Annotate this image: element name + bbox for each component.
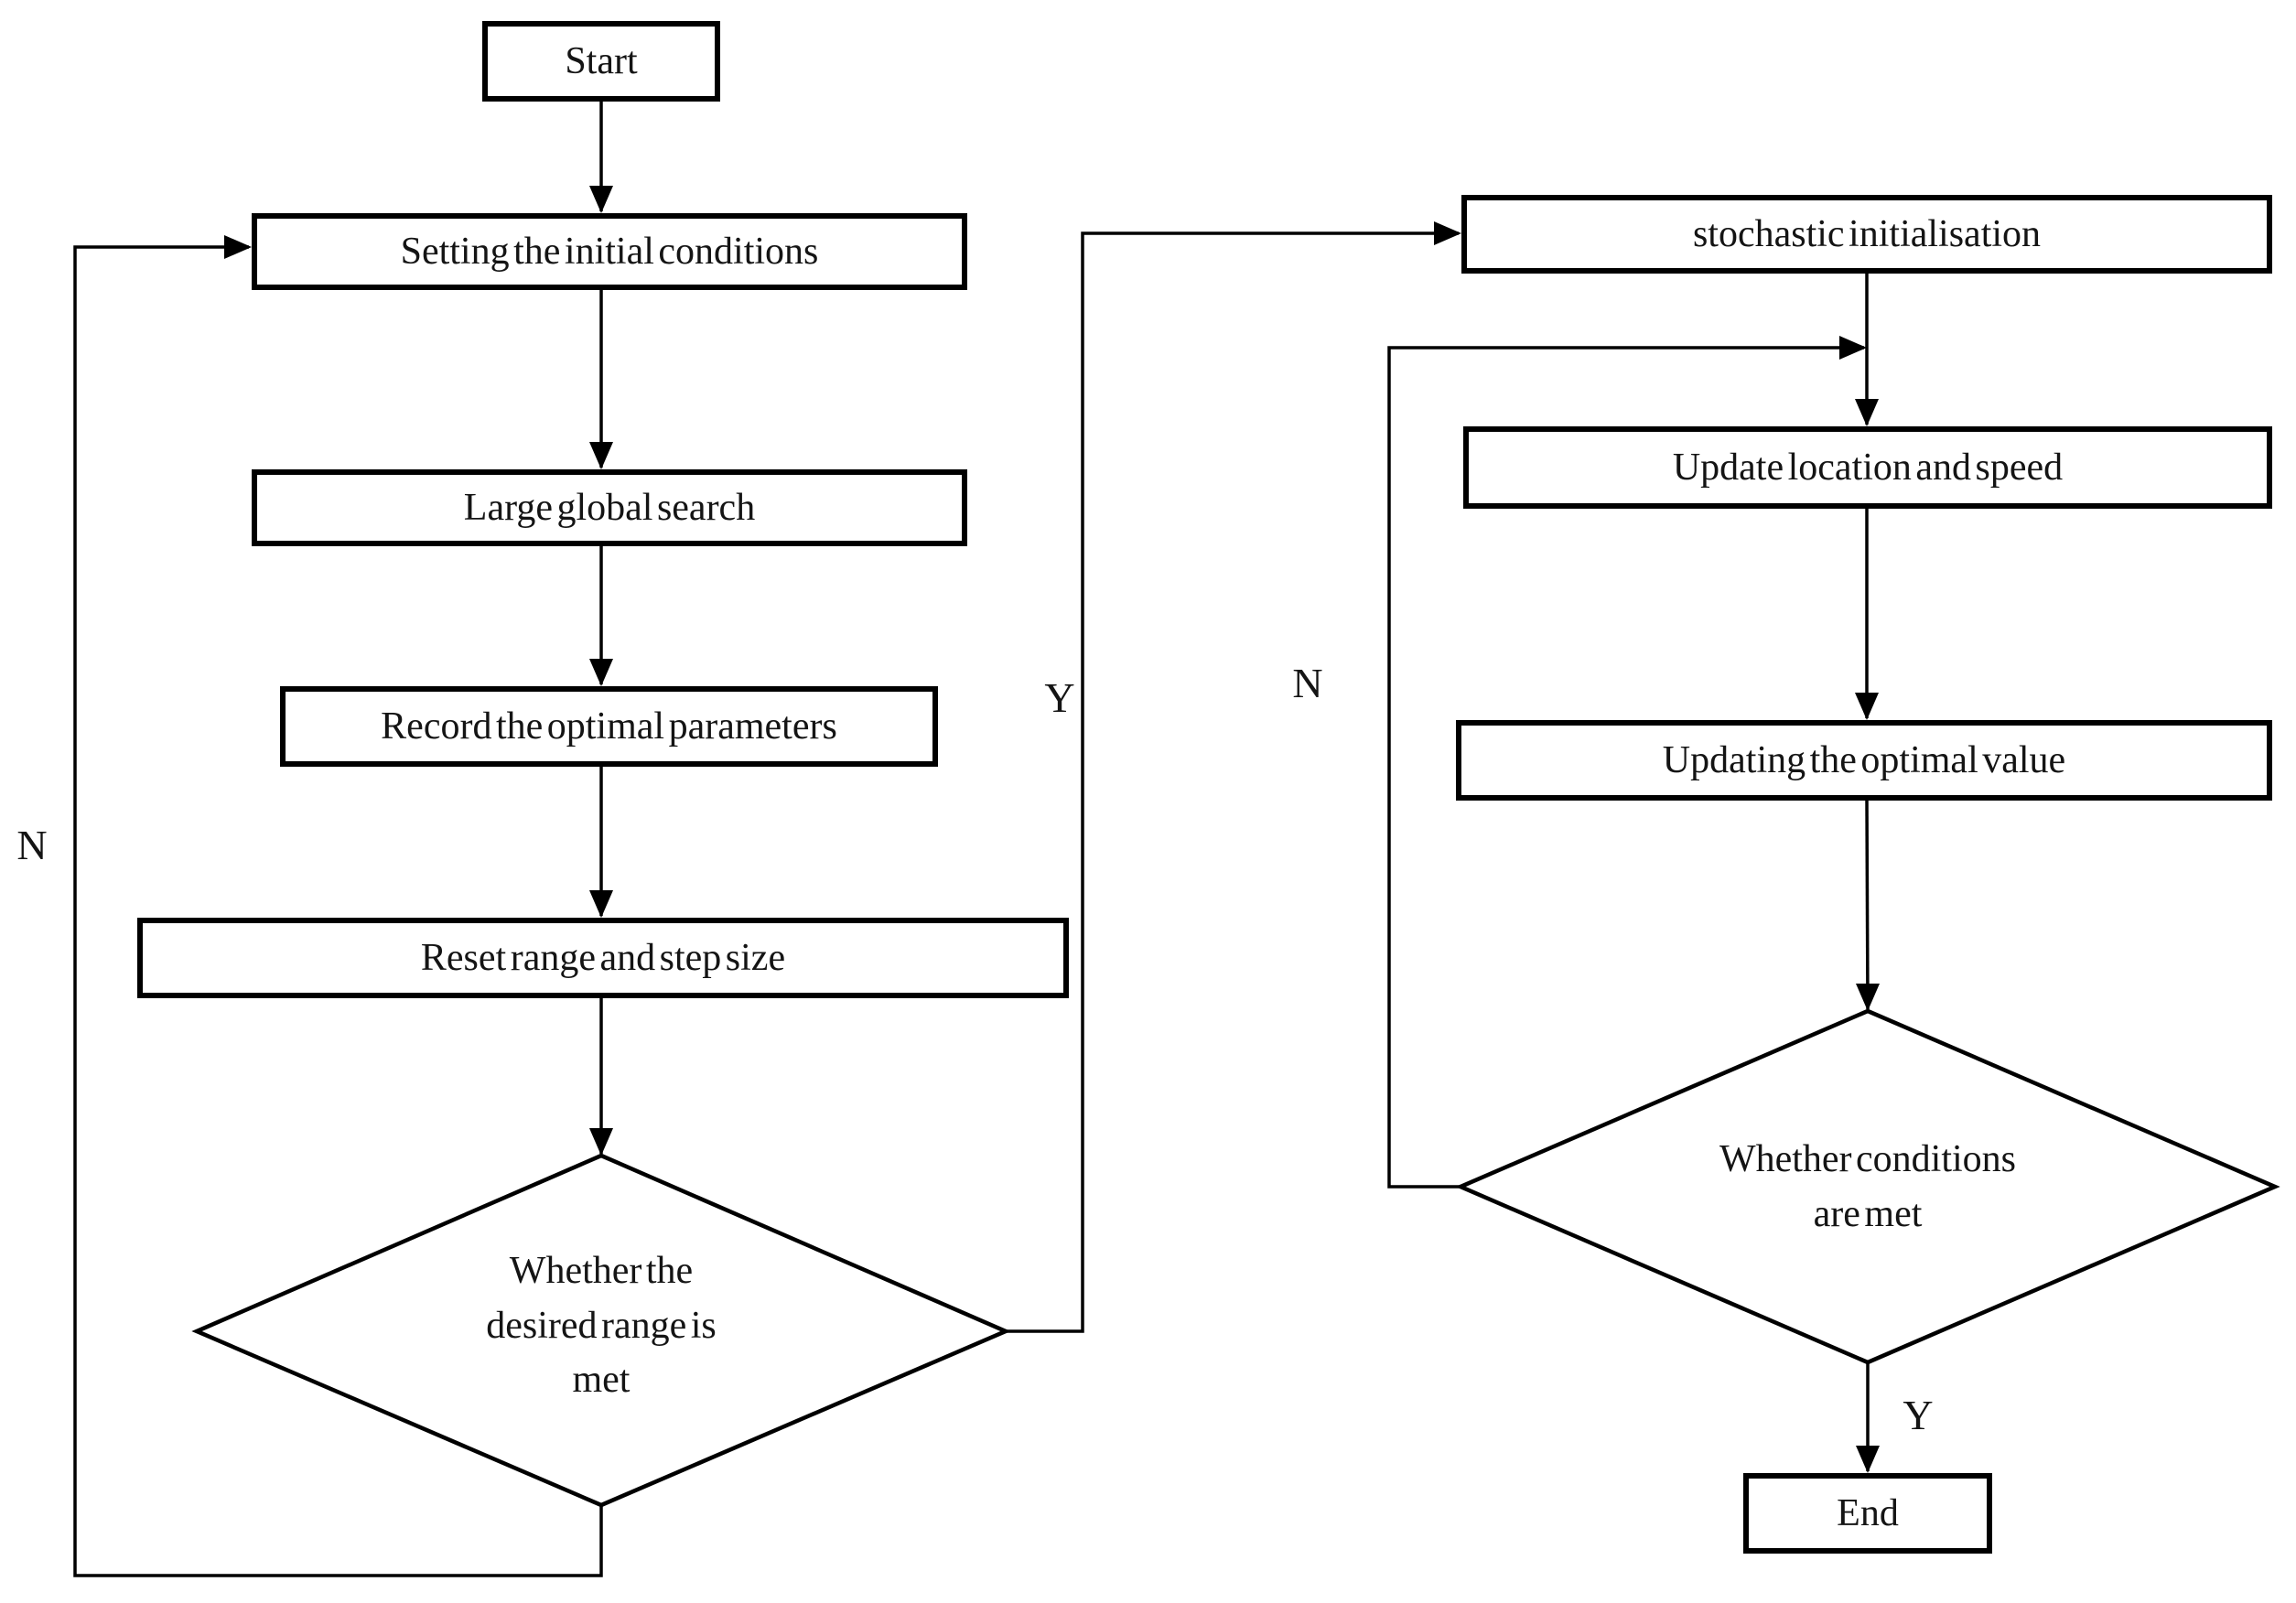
conditions-yes-label: Y <box>1903 1391 1934 1438</box>
arrowhead-desired-range-yes-to-stochastic <box>1434 221 1461 245</box>
arrowhead-setting-to-large-search <box>589 442 613 469</box>
arrowhead-conditions-yes-to-end <box>1856 1446 1880 1473</box>
updating-optimal-value-node: Updating the optimal value <box>1456 720 2272 801</box>
reset-range-step-size-node: Reset range and step size <box>137 918 1069 998</box>
stochastic-initialisation-node: stochastic initialisation <box>1461 195 2272 274</box>
desired-range-decision-line-2: desired range is <box>486 1304 717 1347</box>
start-node: Start <box>482 21 720 102</box>
large-global-search-node: Large global search <box>252 469 967 546</box>
desired-range-decision-line-3: met <box>572 1359 631 1402</box>
desired-range-no-label: N <box>16 821 48 868</box>
desired-range-decision-line-1: Whether the <box>509 1250 694 1292</box>
edge-updating-optimal-to-conditions-decision <box>1865 799 1870 1010</box>
arrowhead-large-search-to-record <box>589 659 613 686</box>
desired-range-yes-label: Y <box>1044 673 1075 721</box>
record-optimal-parameters-node: Record the optimal parameters <box>280 686 938 767</box>
arrowhead-start-to-setting <box>589 186 613 213</box>
edge-desired-range-yes-to-stochastic <box>1006 231 1459 1333</box>
edge-desired-range-no-loop <box>73 245 603 1577</box>
conditions-met-decision-line-2: are met <box>1813 1192 1923 1235</box>
end-node: End <box>1743 1473 1992 1554</box>
edge-conditions-no-loop <box>1387 346 1864 1189</box>
conditions-met-decision-line-1: Whether conditions <box>1719 1138 2017 1180</box>
desired-range-decision-label: Whether the desired range is met <box>363 1244 839 1408</box>
arrowhead-update-location-to-updating-optimal <box>1855 693 1879 720</box>
arrowhead-stochastic-to-update-location <box>1855 399 1879 426</box>
arrowhead-reset-to-desired-range-decision <box>589 1128 613 1156</box>
conditions-met-decision-label: Whether conditions are met <box>1593 1133 2142 1242</box>
arrowhead-record-to-reset <box>589 890 613 918</box>
desired-range-decision-diamond <box>191 1153 1011 1508</box>
arrowhead-updating-optimal-to-conditions-decision <box>1856 984 1880 1011</box>
update-location-speed-node: Update location and speed <box>1463 426 2272 509</box>
conditions-no-label: N <box>1292 659 1323 706</box>
arrowhead-conditions-no-loop <box>1839 336 1867 360</box>
arrowhead-desired-range-no-loop <box>224 235 252 259</box>
setting-initial-conditions-node: Setting the initial conditions <box>252 213 967 290</box>
conditions-met-decision-diamond <box>1455 1008 2280 1365</box>
